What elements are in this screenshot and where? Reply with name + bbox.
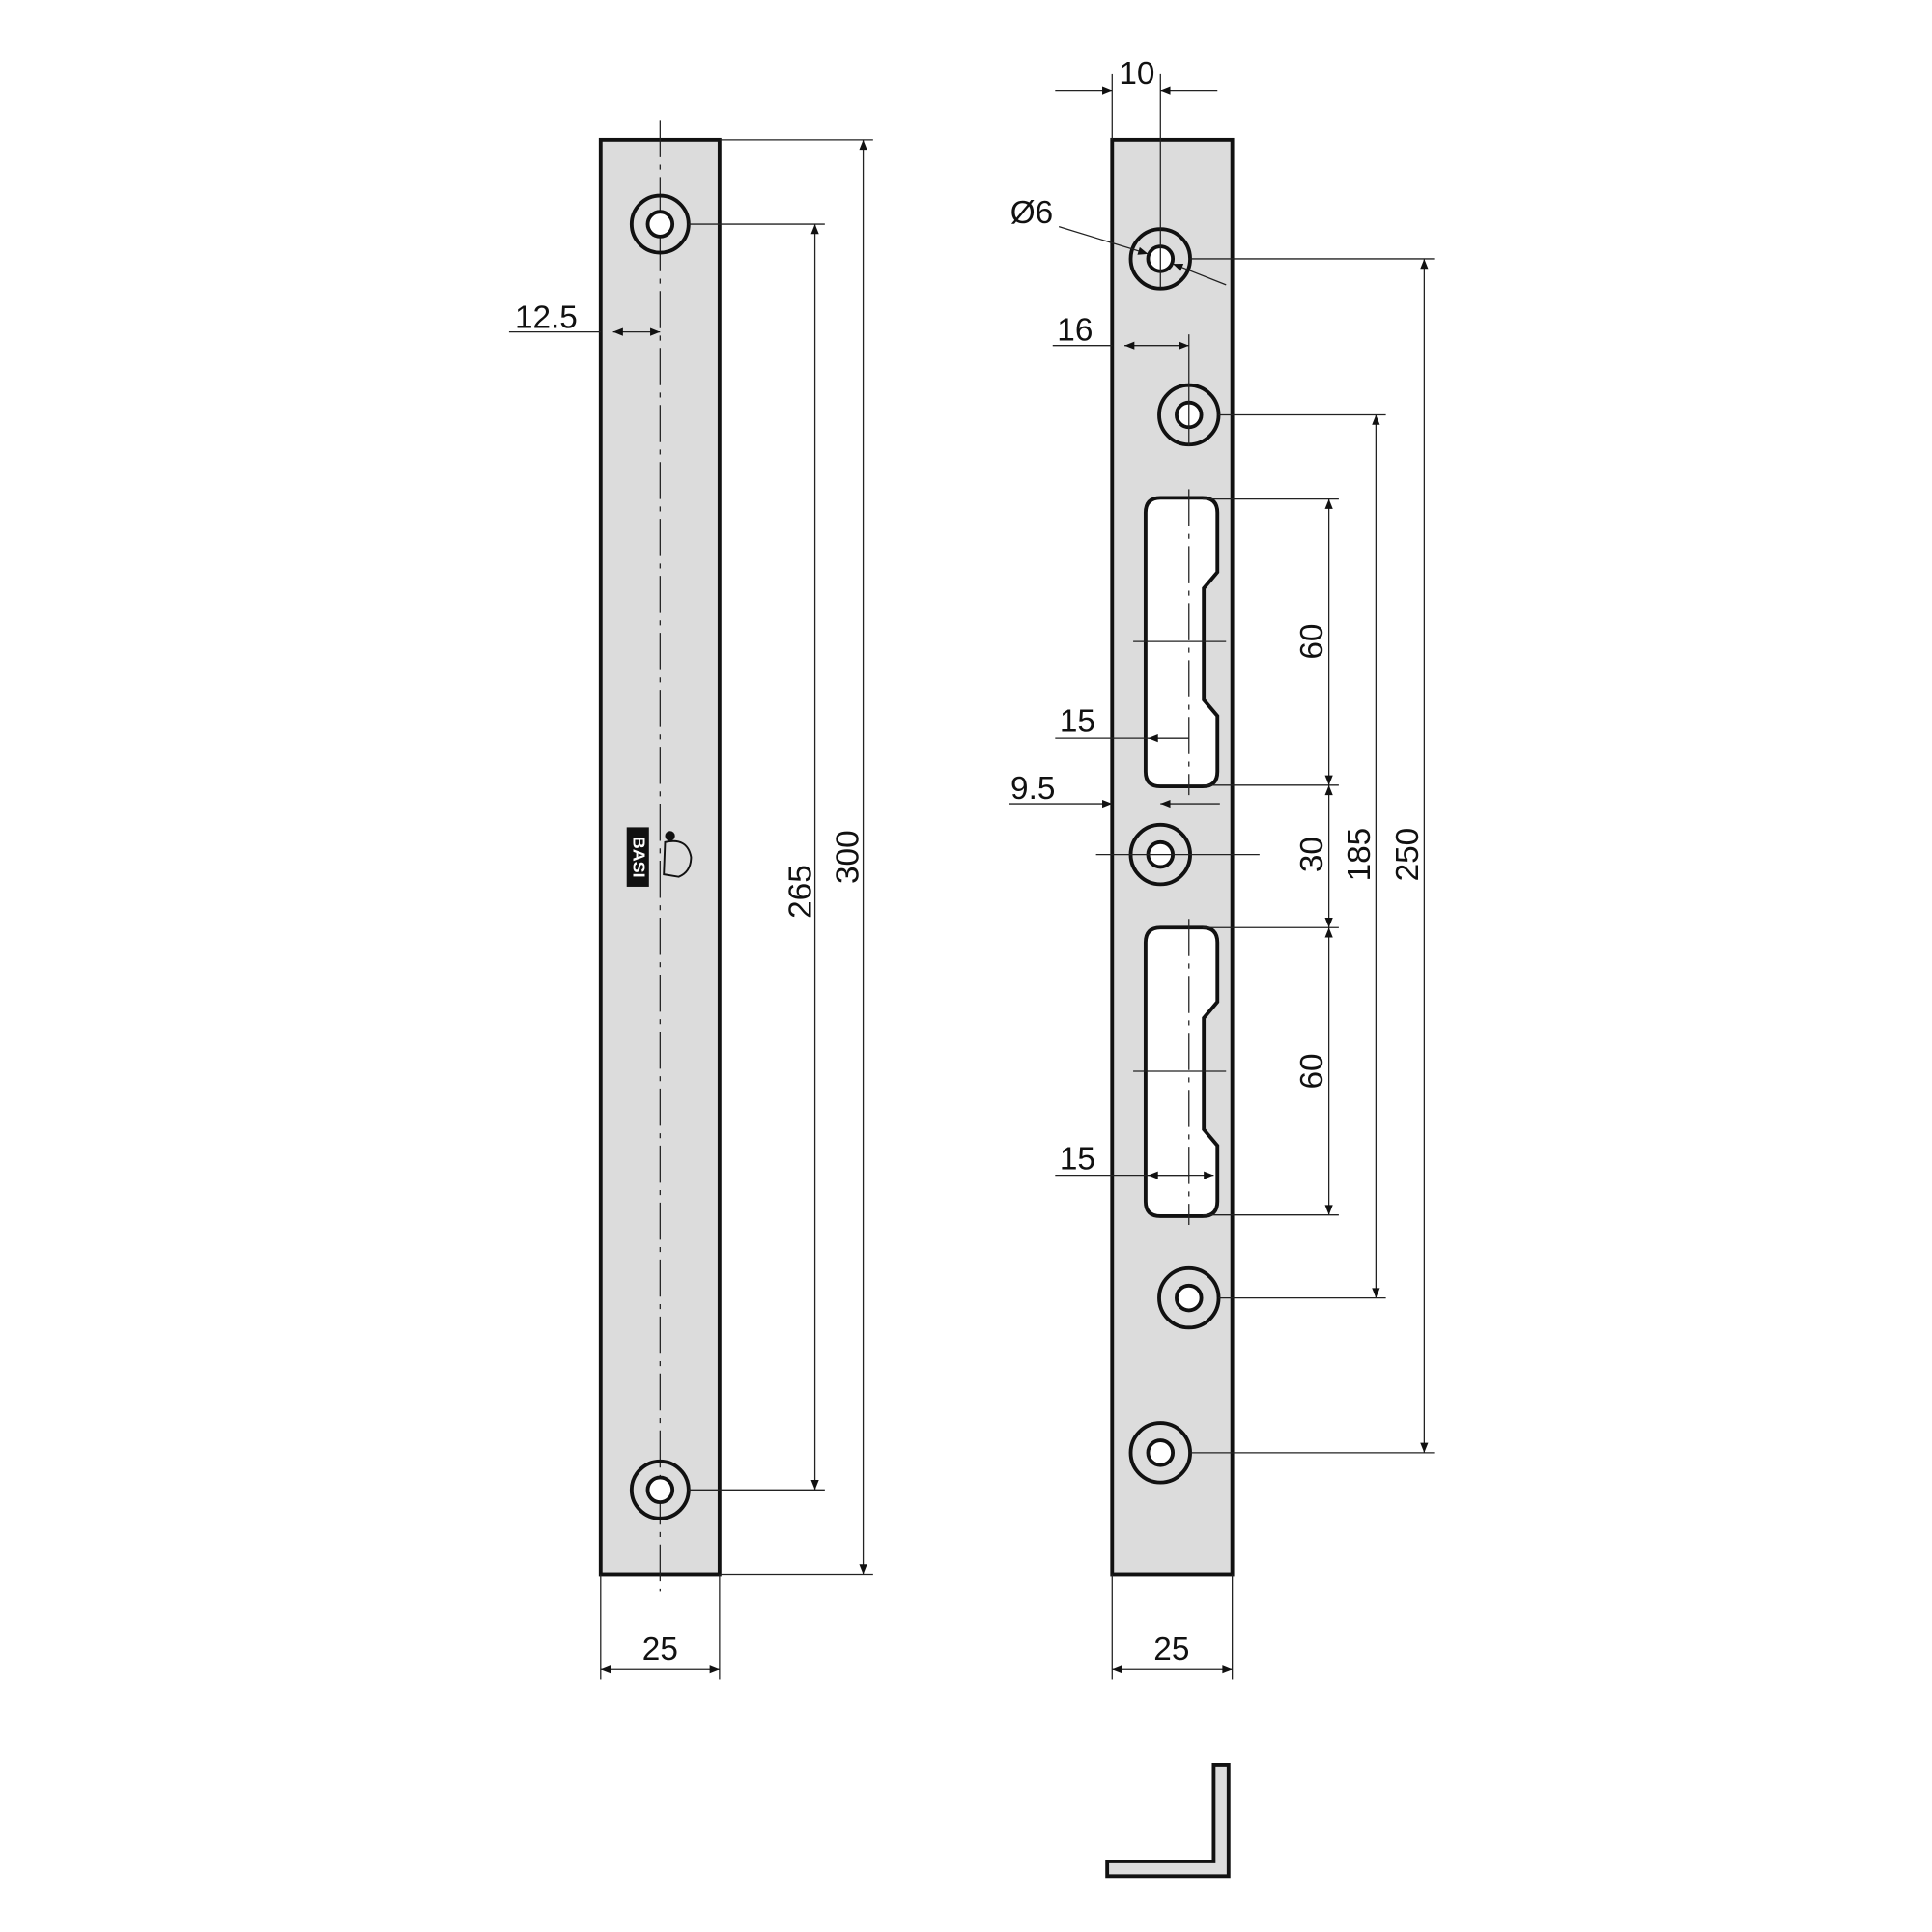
dim-hole-diameter: Ø6: [1010, 195, 1053, 231]
dim-slot-gap: 30: [1294, 837, 1330, 872]
dim-slot-length-top: 60: [1294, 624, 1330, 660]
dim-width: 25: [642, 1632, 678, 1667]
svg-text:BASI: BASI: [630, 837, 649, 878]
left-strike-plate: BASI: [598, 120, 722, 1592]
dim-slot-width-top: 15: [1060, 704, 1095, 740]
right-dimensions: 10 Ø6 16 15 15 9.5 60 30 60 185 250 25: [1009, 56, 1435, 1680]
dim-offset-16: 16: [1057, 313, 1093, 349]
dim-hole-offset: 10: [1119, 56, 1154, 92]
dim-width-right: 25: [1153, 1632, 1189, 1667]
dim-center-offset: 12.5: [515, 300, 578, 336]
left-dimensions: 12.5 265 300 25: [508, 139, 873, 1680]
dim-inner-hole-spacing: 185: [1342, 828, 1378, 882]
dim-hole-spacing: 265: [783, 865, 819, 919]
dim-outer-hole-spacing: 250: [1390, 828, 1426, 882]
angle-profile-section: [1105, 1763, 1231, 1879]
dim-length: 300: [830, 830, 866, 884]
dim-slot-width-bottom: 15: [1060, 1141, 1095, 1177]
dim-offset-9-5: 9.5: [1010, 771, 1055, 807]
basi-logo: BASI: [626, 827, 693, 887]
dim-slot-length-bottom: 60: [1294, 1053, 1330, 1089]
right-strike-plate: [1095, 73, 1260, 1577]
